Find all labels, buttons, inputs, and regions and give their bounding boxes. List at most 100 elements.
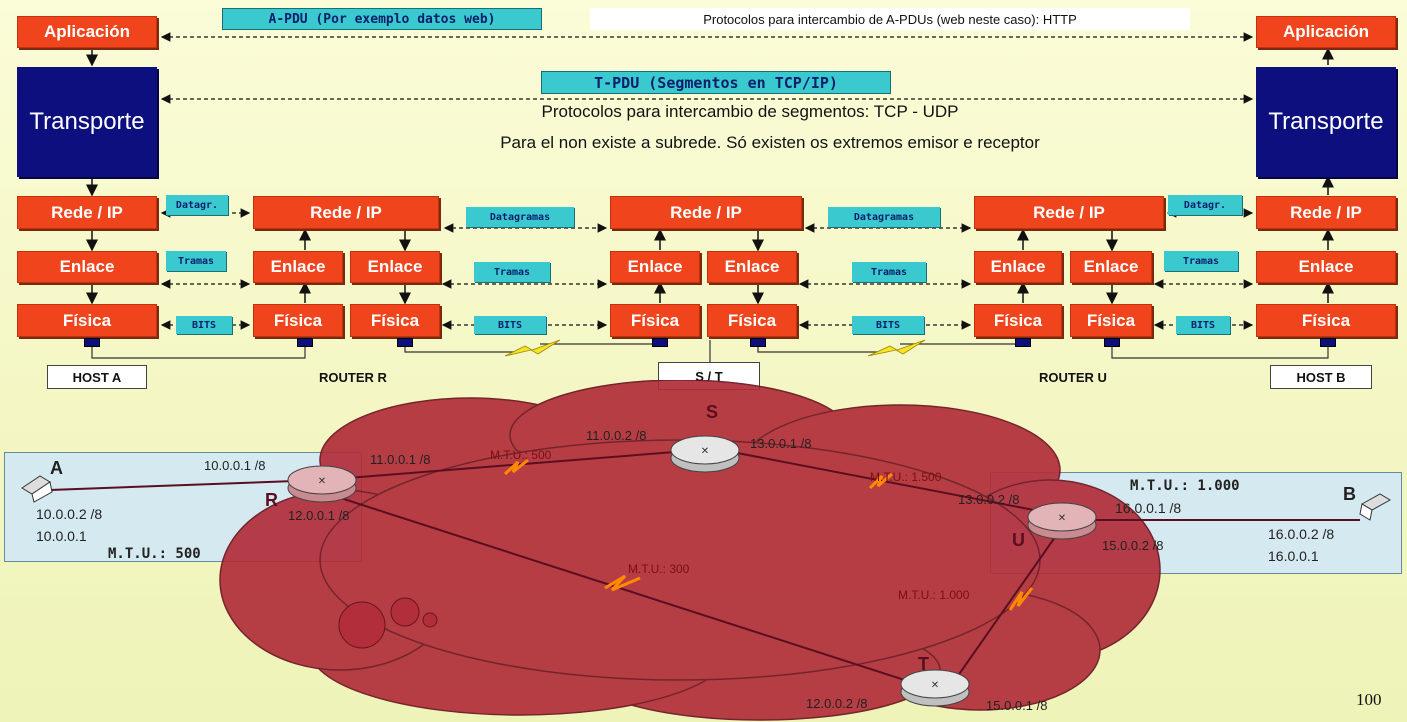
svg-text:✕: ✕ (318, 476, 326, 487)
router-r-icon: ✕ (287, 465, 357, 503)
st-rede: Rede / IP (610, 196, 802, 229)
mtu-r-s-text: M.T.U.: 500 (490, 448, 552, 462)
router-t-name-text: T (918, 654, 929, 674)
router-s-name: S (706, 402, 718, 423)
mtu-t-u-text: M.T.U.: 1.000 (898, 588, 970, 602)
svg-text:✕: ✕ (931, 680, 939, 691)
tag-bits-3: BITS (852, 316, 924, 334)
r-if1-text: 10.0.0.1 /8 (204, 458, 266, 473)
router-u-name-text: U (1012, 530, 1025, 550)
router-r-rede: Rede / IP (253, 196, 439, 229)
host-a-aplicacion: Aplicación (17, 16, 157, 48)
t-if1: 12.0.0.2 /8 (806, 696, 867, 711)
layer-label: Física (727, 310, 777, 330)
tag-text: BITS (1190, 319, 1216, 331)
t-pdu-text: T-PDU (Segmentos en TCP/IP) (594, 73, 838, 92)
t-pdu-protocols-text: Protocolos para intercambio de segmentos… (541, 102, 959, 121)
host-b-transporte: Transporte (1256, 67, 1396, 177)
host-b-addr: 16.0.0.2 /8 (1268, 526, 1334, 542)
laptop-b-icon (1359, 493, 1391, 521)
host-a-rede: Rede / IP (17, 196, 157, 229)
router-u-enlace-1: Enlace (974, 251, 1062, 283)
r-if1: 10.0.0.1 /8 (204, 458, 265, 473)
router-r-fisica-1: Física (253, 304, 343, 337)
tag-datagramas-2: Datagramas (828, 207, 940, 227)
node-host-b: HOST B (1270, 365, 1372, 389)
u-if1: 13.0.0.2 /8 (958, 492, 1019, 507)
router-s-name-text: S (706, 402, 719, 422)
mtu-r-t-text: M.T.U.: 300 (628, 562, 690, 576)
host-b-aplicacion: Aplicación (1256, 16, 1396, 48)
mtu-s-u: M.T.U.: 1.500 (870, 470, 941, 484)
network-cloud: ✕ ✕ ✕ ✕ (21, 380, 1391, 721)
st-enlace-2: Enlace (707, 251, 797, 283)
t-if1-text: 12.0.0.2 /8 (806, 696, 868, 711)
svg-text:✕: ✕ (1058, 513, 1066, 524)
router-t-name: T (918, 654, 929, 675)
tag-tramas-4: Tramas (1164, 251, 1238, 271)
layer-label: Física (370, 310, 420, 330)
node-router-r: ROUTER R (300, 365, 406, 389)
host-b-gw-text: 16.0.0.1 (1268, 548, 1319, 564)
page-number-text: 100 (1356, 690, 1382, 709)
layer-label: Física (273, 310, 323, 330)
router-u-icon: ✕ (1027, 502, 1097, 540)
u-if1-text: 13.0.0.2 /8 (958, 492, 1020, 507)
port (652, 338, 668, 347)
port (297, 338, 313, 347)
tag-text: Datagr. (1183, 199, 1227, 211)
host-b-enlace: Enlace (1256, 251, 1396, 283)
tag-datagr-left: Datagr. (166, 195, 228, 215)
node-label: HOST B (1296, 369, 1346, 385)
port (750, 338, 766, 347)
tag-text: Tramas (1182, 255, 1220, 267)
host-b-fisica: Física (1256, 304, 1396, 337)
layer-label: Enlace (724, 257, 780, 276)
router-r-fisica-2: Física (350, 304, 440, 337)
host-a-gw-text: 10.0.0.1 (36, 528, 87, 544)
tag-tramas-1: Tramas (166, 251, 226, 271)
layer-label: Rede / IP (310, 202, 382, 222)
host-b-rede: Rede / IP (1256, 196, 1396, 229)
r-if3-text: 12.0.0.1 /8 (288, 508, 350, 523)
mtu-r-s: M.T.U.: 500 (490, 448, 551, 462)
a-pdu-protocols-text: Protocolos para intercambio de A-PDUs (w… (703, 11, 1077, 27)
host-a-mtu: M.T.U.: 500 (108, 546, 201, 562)
tag-datagramas-1: Datagramas (466, 207, 574, 227)
layer-label: Enlace (1083, 257, 1139, 276)
layer-label: Física (62, 310, 112, 330)
node-label: HOST A (72, 369, 122, 385)
port (1320, 338, 1336, 347)
host-a-addr: 10.0.0.2 /8 (36, 506, 102, 522)
tag-text: Datagr. (175, 199, 219, 211)
svg-text:✕: ✕ (701, 446, 709, 457)
tag-text: Tramas (493, 266, 531, 278)
laptop-a-icon (21, 475, 53, 503)
a-pdu-protocols: Protocolos para intercambio de A-PDUs (w… (590, 8, 1190, 30)
t-if2-text: 15.0.0.1 /8 (986, 698, 1048, 713)
tag-bits-4: BITS (1176, 316, 1230, 334)
router-u-fisica-1: Física (974, 304, 1062, 337)
router-u-fisica-2: Física (1070, 304, 1152, 337)
layer-label: Enlace (627, 257, 683, 276)
tag-tramas-3: Tramas (852, 262, 926, 282)
mtu-r-t: M.T.U.: 300 (628, 562, 689, 576)
node-host-a: HOST A (47, 365, 147, 389)
tag-bits-1: BITS (176, 316, 232, 334)
t-pdu-note-text: Para el non existe a subrede. Só existen… (500, 133, 1040, 152)
layer-label: Transporte (1268, 108, 1384, 135)
tag-text: Tramas (870, 266, 908, 278)
host-b-net: 16.0.0.1 /8 (1115, 500, 1181, 516)
r-if2-text: 11.0.0.1 /8 (370, 452, 431, 467)
host-a-transporte: Transporte (17, 67, 157, 177)
layer-label: Física (1086, 310, 1136, 330)
router-r-name-text: R (265, 490, 278, 510)
port (1104, 338, 1120, 347)
tag-text: Datagramas (853, 211, 915, 223)
a-pdu-text: A-PDU (Por exemplo datos web) (268, 11, 496, 27)
mtu-s-u-text: M.T.U.: 1.500 (870, 470, 942, 484)
port (84, 338, 100, 347)
router-s-icon: ✕ (670, 435, 740, 473)
host-b-net-text: 16.0.0.1 /8 (1115, 500, 1182, 516)
tag-text: Datagramas (489, 211, 551, 223)
